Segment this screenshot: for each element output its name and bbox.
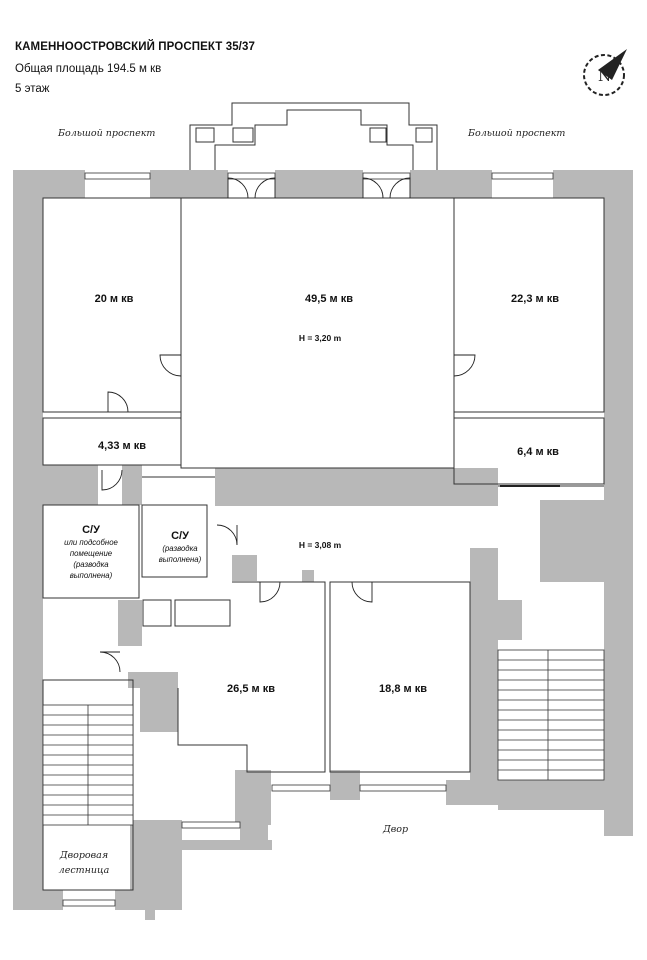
room-area-26-5: 26,5 м кв xyxy=(227,683,275,695)
room-area-18-8: 18,8 м кв xyxy=(379,683,427,695)
yard-label: Двор xyxy=(382,824,408,835)
bathroom-2-line: выполнена) xyxy=(159,555,202,564)
bathroom-2-line: (разводка xyxy=(162,544,198,553)
bathroom-1-line: или подсобное xyxy=(64,538,118,547)
room-area-4-33: 4,33 м кв xyxy=(98,440,146,452)
windows xyxy=(62,172,554,907)
bay-outline xyxy=(189,102,438,170)
walls xyxy=(13,170,633,920)
bathroom-2-label: С/У (разводка выполнена) xyxy=(159,530,202,564)
yard-stairs-label: Дворовая лестница xyxy=(45,838,123,888)
street-label-right: Большой проспект xyxy=(467,128,565,139)
bathroom-1-line: помещение xyxy=(70,549,113,558)
room-area-49-5: 49,5 м кв xyxy=(305,293,353,305)
compass-letter: N xyxy=(598,67,611,85)
yard-stairs-line: лестница xyxy=(59,865,110,876)
floor-number: 5 этаж xyxy=(15,83,50,95)
doors xyxy=(99,177,560,673)
compass-icon: N xyxy=(583,49,627,96)
room-area-22-3: 22,3 м кв xyxy=(511,293,559,305)
bathroom-1-line: выполнена) xyxy=(70,571,113,580)
left-staircase xyxy=(42,704,134,826)
plan-title: КАМЕННООСТРОВСКИЙ ПРОСПЕКТ 35/37 xyxy=(15,41,255,53)
bathroom-1-label: С/У или подсобное помещение (разводка вы… xyxy=(64,524,118,580)
bathroom-1-line: (разводка xyxy=(73,560,109,569)
bathroom-2-title: С/У xyxy=(171,530,189,542)
bathroom-1-title: С/У xyxy=(82,524,100,536)
total-area: Общая площадь 194.5 м кв xyxy=(15,63,162,75)
ceiling-height-corridor: H = 3,08 m xyxy=(299,540,342,550)
yard-stairs-line: Дворовая xyxy=(59,850,108,861)
street-label-left: Большой проспект xyxy=(57,128,155,139)
room-area-20: 20 м кв xyxy=(95,293,134,305)
ceiling-height-main: H = 3,20 m xyxy=(299,333,342,343)
interior-walls xyxy=(42,197,605,891)
right-staircase xyxy=(497,649,605,781)
room-area-6-4: 6,4 м кв xyxy=(517,446,559,458)
